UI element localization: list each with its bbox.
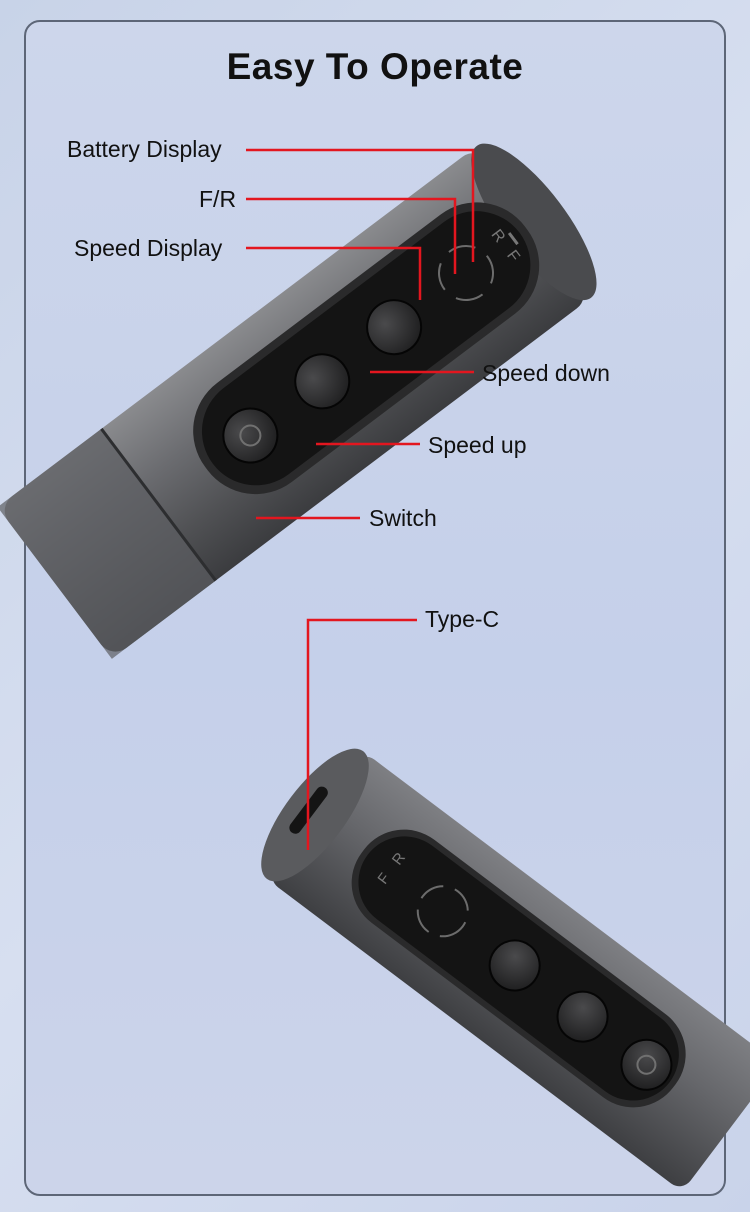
label-fr: F/R xyxy=(199,186,237,212)
upper-panel xyxy=(201,211,531,486)
lower-speed-display xyxy=(416,885,469,938)
upper-collar xyxy=(0,428,216,659)
fr-leader xyxy=(246,197,457,274)
leader-lines xyxy=(246,148,475,850)
lower-device: R F xyxy=(261,748,750,1187)
label-speed-up: Speed up xyxy=(428,432,527,458)
label-battery-display: Battery Display xyxy=(67,136,222,162)
upper-device: R F xyxy=(0,143,597,659)
upper-speed-display xyxy=(438,245,495,302)
label-speed-down: Speed down xyxy=(482,360,610,386)
speed-display-leader xyxy=(246,246,422,300)
upper-speed-down-button xyxy=(366,299,423,356)
upper-battery-indicator xyxy=(507,232,519,246)
lower-speed-down-button xyxy=(488,939,541,992)
label-type-c: Type-C xyxy=(425,606,500,632)
upper-switch-button xyxy=(222,407,279,464)
type-c-leader xyxy=(306,618,417,850)
upper-end-cap xyxy=(471,143,597,301)
label-switch: Switch xyxy=(369,505,437,531)
battery-display-leader xyxy=(246,148,475,262)
label-speed-display: Speed Display xyxy=(74,235,223,261)
lower-speed-up-button xyxy=(556,990,609,1043)
lower-switch-button xyxy=(620,1038,673,1091)
lower-end-cap xyxy=(261,748,369,882)
page-title: Easy To Operate xyxy=(226,46,524,87)
upper-speed-up-button xyxy=(294,353,351,410)
